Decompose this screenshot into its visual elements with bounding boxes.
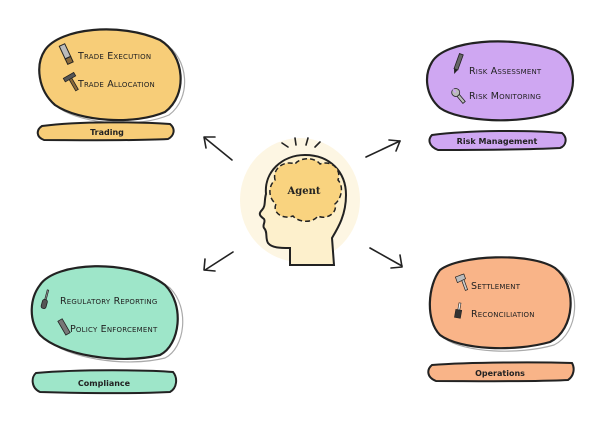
file-icon: [57, 318, 71, 336]
trading-label-bar[interactable]: [36, 121, 175, 142]
hammer-icon: [62, 71, 79, 92]
compliance-label-bar[interactable]: [31, 369, 178, 395]
paintbrush-icon: [454, 302, 463, 319]
risk-label-bar[interactable]: [428, 129, 567, 152]
item-settlement: Settlement: [471, 281, 521, 292]
arrow-to-compliance: [203, 251, 234, 272]
operations-label: Operations: [475, 369, 525, 378]
operations-label-bar[interactable]: [427, 361, 575, 383]
agent-label: Agent: [286, 186, 320, 197]
item-trade-execution: Trade Execution: [77, 51, 151, 62]
axe-icon: [454, 273, 469, 291]
compliance-blob: [30, 265, 179, 361]
compliance-label: Compliance: [78, 379, 131, 388]
operations-blob: [428, 256, 572, 350]
saw-icon: [58, 43, 74, 66]
group-trading: Trade Execution Trade Allocation Trading: [36, 28, 186, 142]
item-reconciliation: Reconciliation: [471, 309, 535, 320]
thought-spark-icon: [281, 137, 321, 148]
brain-cloud: [269, 158, 343, 222]
arrow-to-risk-management: [365, 139, 401, 158]
item-trade-allocation: Trade Allocation: [77, 79, 155, 90]
wrench-icon: [451, 88, 466, 104]
item-regulatory-reporting: Regulatory Reporting: [60, 296, 158, 307]
group-compliance: Regulatory Reporting Policy Enforcement …: [30, 265, 184, 395]
item-policy-enforcement: Policy Enforcement: [70, 324, 158, 335]
screwdriver-icon: [40, 289, 50, 309]
risk-management-label: Risk Management: [457, 137, 538, 146]
item-risk-assessment: Risk Assessment: [469, 66, 542, 77]
item-risk-monitoring: Risk Monitoring: [469, 91, 541, 102]
pen-icon: [453, 53, 464, 74]
group-risk-management: Risk Assessment Risk Monitoring Risk Man…: [425, 40, 575, 152]
risk-blob: [425, 40, 575, 122]
agent-head: Agent: [240, 137, 360, 266]
trading-blob: [38, 28, 182, 122]
group-operations: Settlement Reconciliation Operations: [427, 256, 576, 383]
trading-label: Trading: [90, 128, 124, 137]
arrow-to-operations: [369, 247, 403, 269]
arrow-to-trading: [203, 136, 233, 161]
